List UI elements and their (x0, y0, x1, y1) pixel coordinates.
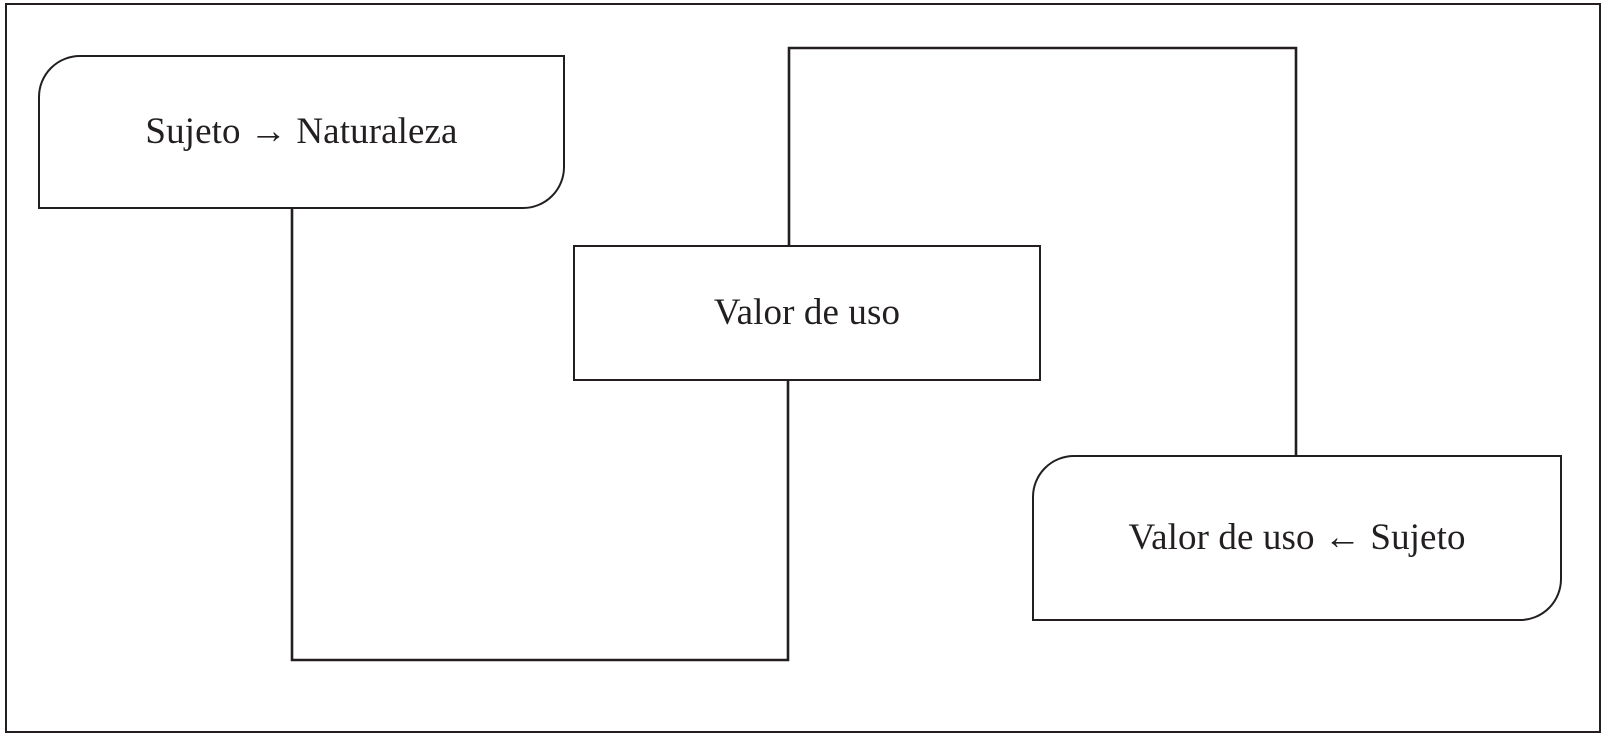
connector-use-value-to-use-value-subject (787, 46, 1298, 456)
node-use-value: Valor de uso (573, 245, 1041, 381)
node-subject-nature: Sujeto → Naturaleza (38, 55, 565, 209)
node-use-value-label: Valor de uso (713, 291, 901, 333)
node-use-value-subject-label: Valor de uso ← Sujeto (1128, 516, 1466, 558)
connector-subject-nature-to-use-value (290, 208, 790, 662)
node-subject-nature-label: Sujeto → Naturaleza (145, 110, 458, 152)
node-use-value-subject: Valor de uso ← Sujeto (1032, 455, 1562, 621)
